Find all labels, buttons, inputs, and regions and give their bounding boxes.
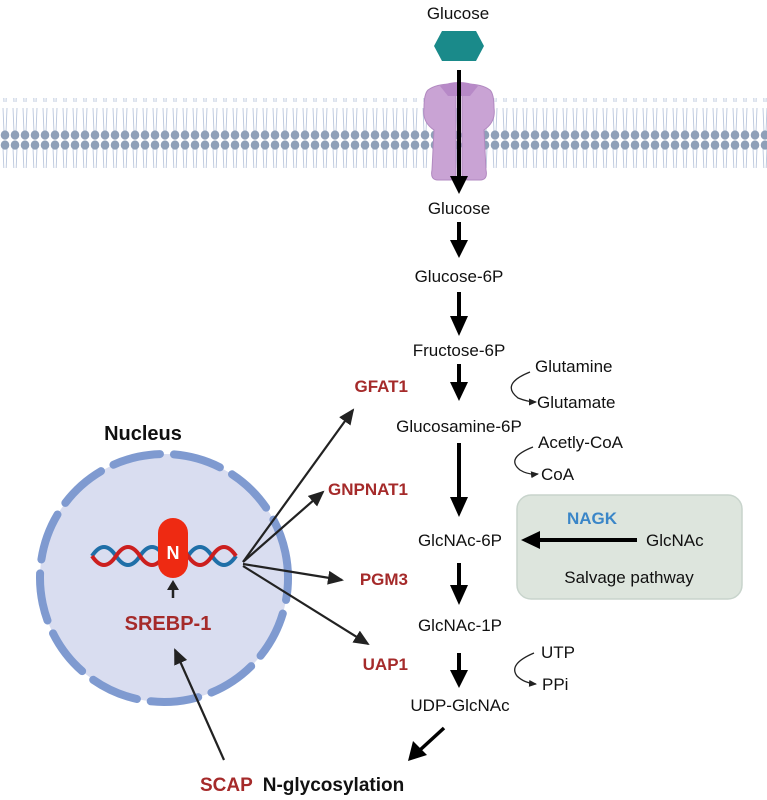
cofactor-curve-arrow-3 [514, 652, 537, 687]
metabolite-udp-glcnac: UDP-GlcNAc [410, 696, 510, 715]
arrow-to-pgm3 [242, 562, 344, 585]
metabolite-fructose-6p: Fructose-6P [413, 341, 506, 360]
enzyme-gnpnat1: GNPNAT1 [328, 480, 408, 499]
regulation-arrows [173, 408, 370, 761]
cofactor-glutamine: Glutamine [535, 357, 612, 376]
nucleus-envelope [36, 450, 292, 706]
metabolite-glcnac-6p: GlcNAc-6P [418, 531, 502, 550]
outcome-label: SCAP N-glycosylation [200, 775, 404, 796]
cofactor-glutamate: Glutamate [537, 393, 615, 412]
glucose-transporter-icon [423, 82, 495, 181]
metabolite-glucose-6p: Glucose-6P [415, 267, 504, 286]
cell-membrane [0, 98, 767, 168]
salvage-pathway-box [516, 494, 743, 600]
salvage-enzyme-nagk: NAGK [567, 509, 618, 528]
cofactor-utp: UTP [541, 643, 575, 662]
cofactor-curve-arrow-1 [510, 371, 537, 406]
nucleus-title: Nucleus [104, 423, 182, 445]
salvage-pathway-label: Salvage pathway [564, 568, 694, 587]
extracellular-glucose-label: Glucose [427, 4, 489, 23]
salvage-substrate-glcnac: GlcNAc [646, 531, 704, 550]
cofactor-curve-arrow-2 [514, 446, 539, 479]
srebp-to-n-arrowhead [167, 580, 179, 590]
metabolite-glucosamine-6p: Glucosamine-6P [396, 417, 522, 436]
metabolite-glcnac-1p: GlcNAc-1P [418, 616, 502, 635]
arrow-to-uap1 [242, 565, 370, 646]
arrow-scap-to-srebp1 [173, 648, 226, 761]
main-arrowheads [450, 176, 468, 688]
enzyme-pgm3: PGM3 [360, 570, 408, 589]
nucleus-body [40, 454, 288, 702]
cofactor-ppi: PPi [542, 675, 568, 694]
glucose-hexagon-icon [434, 31, 484, 61]
cofactor-coa: CoA [541, 465, 575, 484]
enzyme-gfat1: GFAT1 [354, 377, 408, 396]
arrow-to-gnpnat1 [242, 490, 325, 563]
arrow-udp-to-glycosylation [418, 726, 446, 752]
arrowhead-udp-to-glycosylation [408, 741, 427, 761]
cofactor-acetyl-coa: Acetly-CoA [538, 433, 624, 452]
outcome-protein-scap: SCAP [200, 775, 253, 796]
outcome-process: N-glycosylation [263, 775, 404, 796]
n-protein-label: N [167, 543, 180, 563]
metabolite-glucose: Glucose [428, 199, 490, 218]
arrow-to-gfat1 [242, 408, 355, 563]
n-protein-badge [158, 518, 188, 578]
salvage-arrowhead [521, 531, 540, 549]
enzyme-uap1: UAP1 [363, 655, 408, 674]
transcription-factor-srebp1: SREBP-1 [125, 613, 212, 635]
